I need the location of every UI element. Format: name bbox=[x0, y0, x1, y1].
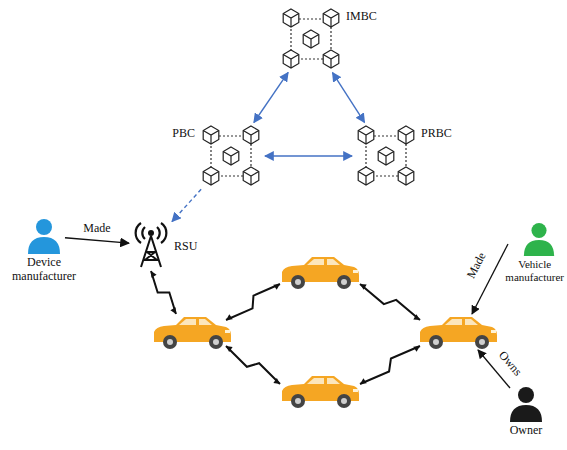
wireless-bolt bbox=[226, 346, 280, 384]
bolt-tip bbox=[360, 378, 367, 384]
bolt-tip bbox=[273, 284, 280, 290]
person-icon: Owner bbox=[508, 386, 544, 422]
bolt-tip bbox=[413, 346, 420, 352]
bolt-tip bbox=[170, 307, 176, 314]
blockchain-icon: PRBC bbox=[355, 125, 417, 187]
person-graphic bbox=[26, 218, 62, 254]
wireless-links bbox=[151, 271, 420, 384]
bolt-tip bbox=[226, 314, 233, 320]
car bbox=[282, 376, 359, 408]
bolt-tip bbox=[226, 346, 233, 352]
person-icon: Device manufacturer bbox=[26, 218, 62, 254]
chain-graphic bbox=[355, 125, 417, 187]
node-label: IMBC bbox=[346, 10, 377, 24]
car bbox=[420, 317, 497, 349]
blockchain-icon: IMBC bbox=[280, 8, 342, 70]
chain-graphic bbox=[280, 8, 342, 70]
chain-graphic bbox=[200, 125, 262, 187]
relation-label: Owns bbox=[495, 348, 524, 379]
connector-arrow bbox=[65, 238, 129, 243]
connector-arrow bbox=[172, 189, 201, 221]
relation-label: Made bbox=[464, 250, 489, 282]
car bbox=[282, 257, 359, 289]
bolt-tip bbox=[151, 271, 157, 278]
bolt-tip bbox=[413, 314, 420, 320]
person-icon: Vehicle manufacturer bbox=[522, 222, 556, 256]
node-label: PBC bbox=[172, 127, 195, 141]
person-graphic bbox=[522, 222, 556, 256]
edge-label: Made bbox=[82, 222, 111, 235]
node-label: Owner bbox=[510, 424, 543, 438]
wireless-bolt bbox=[226, 284, 280, 320]
node-label: Device manufacturer bbox=[12, 256, 76, 284]
wireless-bolt bbox=[360, 284, 420, 320]
connector-arrow bbox=[254, 72, 288, 122]
car bbox=[154, 317, 231, 349]
node-label: Vehicle manufacturer bbox=[505, 258, 564, 283]
node-label: PRBC bbox=[421, 127, 452, 141]
connector-arrow bbox=[265, 155, 352, 156]
wireless-bolt bbox=[151, 271, 176, 314]
connector-arrow bbox=[332, 73, 364, 123]
wireless-bolt bbox=[360, 346, 420, 384]
bolt-tip bbox=[273, 378, 280, 384]
rsu-tower: RSU bbox=[132, 222, 170, 268]
person-graphic bbox=[508, 386, 544, 422]
node-label: RSU bbox=[174, 240, 197, 254]
tower-graphic bbox=[132, 222, 170, 268]
blockchain-icon: PBC bbox=[200, 125, 262, 187]
bolt-tip bbox=[360, 284, 367, 290]
